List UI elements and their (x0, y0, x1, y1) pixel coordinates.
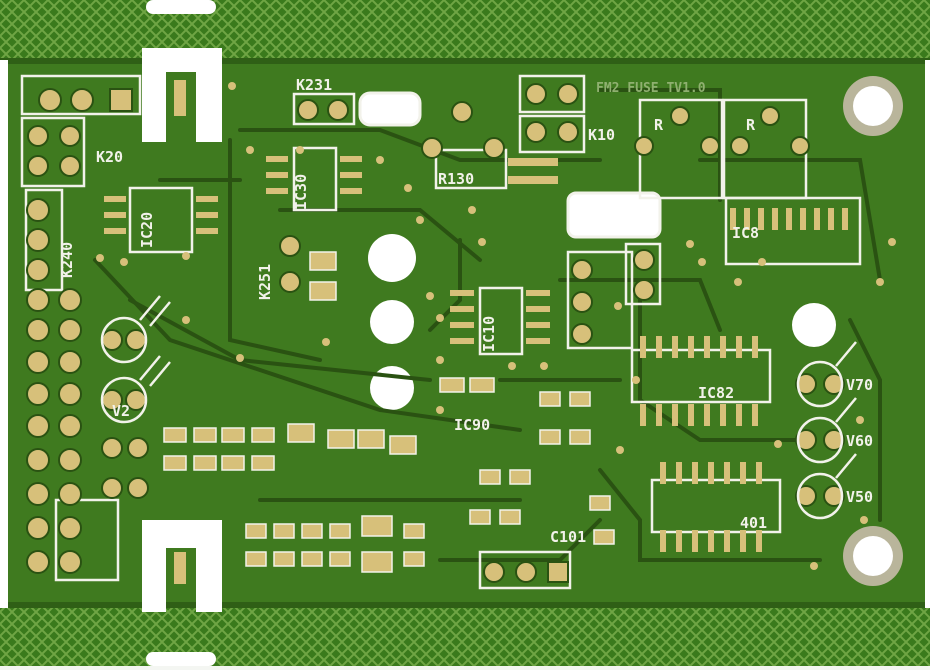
label-v2: V2 (112, 402, 130, 420)
component-pads (101, 83, 845, 583)
silkscreen-labels: K20 K231 K240 K251 K10 IC20 IC30 IC10 IC… (58, 76, 873, 546)
label-ic30: IC30 (292, 174, 310, 210)
mounting-holes (368, 76, 903, 586)
label-ic90: IC90 (454, 416, 490, 434)
copper-traces (93, 88, 882, 562)
label-v50: V50 (846, 488, 873, 506)
label-s401: 401 (740, 514, 767, 532)
label-ic82: IC82 (698, 384, 734, 402)
left-header-pins (26, 88, 133, 574)
label-r-a: R (654, 116, 664, 134)
label-ic20: IC20 (138, 212, 156, 248)
passive-pads (163, 251, 615, 573)
vias (96, 82, 896, 570)
label-ic10: IC10 (480, 316, 498, 352)
label-c101: C101 (550, 528, 586, 546)
label-ic8: IC8 (732, 224, 759, 242)
label-k240: K240 (58, 242, 76, 278)
label-k251: K251 (256, 264, 274, 300)
label-v60: V60 (846, 432, 873, 450)
smd-chips (104, 156, 848, 552)
label-r-b: R (746, 116, 756, 134)
slot-cutouts (142, 48, 662, 612)
board-title: FM2 FUSE TV1.0 (596, 81, 706, 96)
top-rail (0, 0, 930, 58)
bottom-rail (0, 608, 930, 666)
label-v70: V70 (846, 376, 873, 394)
label-k231: K231 (296, 76, 332, 94)
led-outlines (100, 295, 857, 520)
label-r130: R130 (438, 170, 474, 188)
label-k20: K20 (96, 148, 123, 166)
label-k10: K10 (588, 126, 615, 144)
